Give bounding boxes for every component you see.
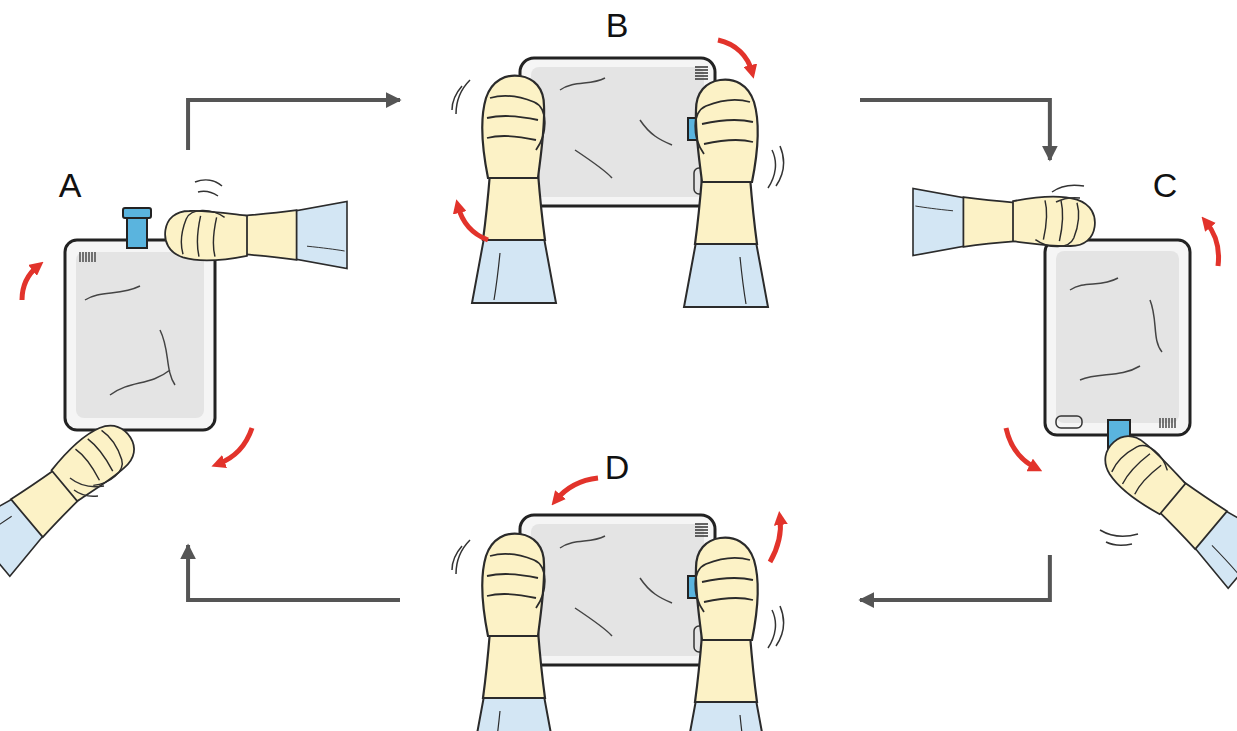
illustration-part xyxy=(80,252,95,262)
panel: C xyxy=(955,160,1230,555)
motion-lines xyxy=(70,180,222,496)
illustration-part xyxy=(520,515,715,665)
panel: B xyxy=(400,5,860,295)
illustration-part xyxy=(1045,240,1190,435)
flow-arrow xyxy=(188,100,400,150)
illustration-part xyxy=(85,286,175,395)
bag-b xyxy=(520,58,715,206)
glove-hand xyxy=(472,76,556,303)
glove-hand xyxy=(0,408,149,576)
illustration-part xyxy=(560,78,672,178)
rotation-arrow xyxy=(218,428,252,464)
flow-arrow xyxy=(188,545,400,600)
rotation-arrow xyxy=(1206,222,1219,266)
illustration-part xyxy=(1160,418,1175,428)
panel: A xyxy=(10,150,300,545)
illustration-part xyxy=(695,524,708,536)
rotation-arrow xyxy=(556,478,598,500)
illustration-part xyxy=(531,524,704,656)
bag-c xyxy=(1045,240,1190,458)
motion-lines xyxy=(452,80,783,188)
glove-hand xyxy=(1089,420,1237,588)
rotation-arrow xyxy=(770,518,781,562)
illustration-part xyxy=(531,67,704,197)
glove-hand xyxy=(472,534,556,731)
illustration-part xyxy=(76,252,204,418)
rotation-arrow xyxy=(1006,428,1036,468)
illustration-part xyxy=(520,58,715,206)
panel-letter: D xyxy=(605,450,630,484)
illustration-part xyxy=(123,208,151,218)
illustration-part xyxy=(1056,416,1082,428)
illustration-part xyxy=(1056,251,1179,423)
rotation-arrow xyxy=(458,206,488,240)
panel-letter: C xyxy=(1153,168,1178,202)
illustration-part xyxy=(695,67,708,79)
panel: D xyxy=(400,445,860,725)
illustration-part xyxy=(65,240,215,430)
illustration-part xyxy=(127,216,147,248)
glove-hand xyxy=(684,80,768,307)
flow-arrow xyxy=(860,555,1050,600)
panel-letter: A xyxy=(59,168,82,202)
flow-arrow xyxy=(860,100,1050,160)
rotation-arrow xyxy=(22,266,38,300)
motion-lines xyxy=(1052,185,1138,545)
rotation-arrow xyxy=(718,40,752,72)
illustration-part xyxy=(560,536,672,636)
glove-hand xyxy=(165,201,347,268)
motion-lines xyxy=(452,540,783,648)
bag-d xyxy=(520,515,715,665)
illustration-part xyxy=(1070,278,1162,380)
glove-hand xyxy=(684,538,768,731)
panel-letter: B xyxy=(606,8,629,42)
